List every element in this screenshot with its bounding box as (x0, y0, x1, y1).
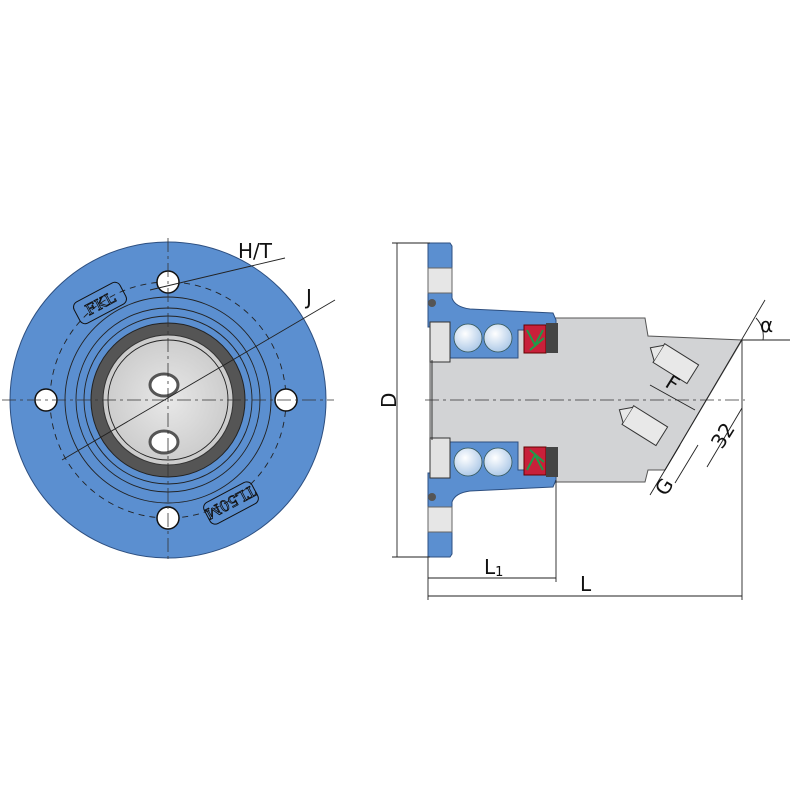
seal-lip (526, 449, 545, 471)
front-view: H/T J FKL TL50M (2, 238, 336, 562)
end-plate-lower (429, 437, 451, 479)
hole-label: H/T (238, 239, 273, 263)
bolt-circle-label: J (304, 285, 312, 309)
thread-port-upper (649, 343, 700, 385)
side-view: D L1 L α F 32 G (377, 242, 790, 600)
seals (523, 323, 558, 477)
l1-main: L (484, 555, 496, 579)
dimension-d-label: D (377, 393, 401, 408)
end-plate-upper (429, 321, 451, 363)
bolt-bore (427, 267, 453, 294)
dimension-l1-label: L1 (484, 555, 503, 580)
bearing-balls (453, 323, 513, 477)
o-ring (428, 493, 436, 501)
dimension-g-line (674, 444, 699, 484)
seal-cap (546, 323, 558, 353)
ball (453, 447, 483, 477)
seal-cap (546, 447, 558, 477)
dimension-g-label: G (650, 474, 679, 500)
l1-subscript: 1 (495, 565, 503, 580)
dimension-l-label: L (580, 572, 592, 596)
dimension-f-line (649, 384, 696, 411)
ball (453, 323, 483, 353)
thread-port (148, 372, 180, 398)
ball (483, 323, 513, 353)
o-ring (428, 299, 436, 307)
angled-face-extension (649, 444, 681, 496)
bolt-circle-dimension-line (61, 299, 336, 461)
hole-leader (149, 257, 286, 291)
thread-ports (148, 372, 180, 455)
angled-face-line (664, 299, 766, 471)
seal-lip (526, 329, 545, 351)
angle-arc (755, 317, 764, 341)
ball (483, 447, 513, 477)
thread-port (148, 429, 180, 455)
dimension-32-label: 32 (706, 418, 740, 452)
thread-port-lower (618, 405, 669, 447)
bolt-bore (427, 506, 453, 533)
dimension-32-line (706, 407, 743, 468)
angle-label: α (760, 313, 773, 337)
